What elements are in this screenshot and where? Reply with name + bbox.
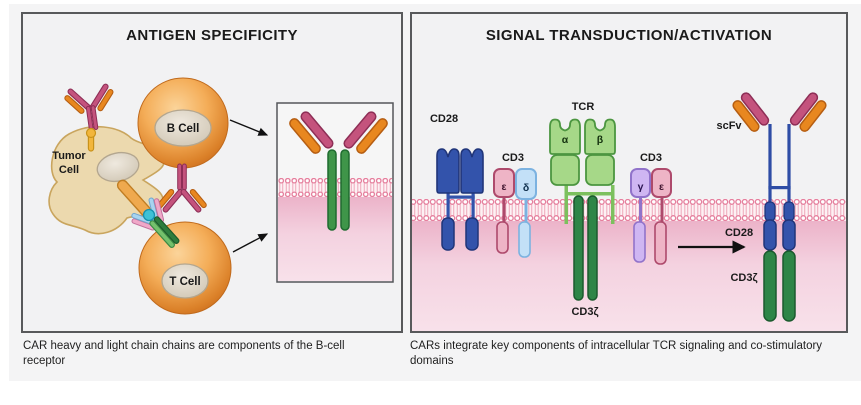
cd3-left-label: CD3 [502,152,524,164]
cd3zeta-bar-right [587,195,598,301]
antigen-stalk-yellow [85,127,97,152]
car-cd28-label: CD28 [725,227,753,239]
cd3zeta-bar-left [573,195,584,301]
antigen-specificity-drawing: Tumor Cell B Cell [21,12,403,333]
left-caption: CAR heavy and light chain chains are com… [23,340,345,367]
epsilon-left-letter: ε [502,181,507,193]
cd3-left-group: CD3 ε δ [493,152,537,258]
inset-light-chain-right [356,118,388,154]
cell-membrane [412,199,846,221]
inset-stalk-right [340,149,350,231]
signal-arrow-group: CD28 CD3ζ [678,227,758,284]
cd3-right-label: CD3 [640,152,662,164]
antigen-specificity-panel: Tumor Cell B Cell [21,12,403,333]
tcr-label: TCR [572,101,595,113]
inset-light-chain-left [289,118,321,154]
beta-letter: β [597,134,604,146]
beta-domain [584,118,616,155]
antigen-head [85,127,97,139]
car-cd3zeta-domain [763,250,796,322]
tumor-cell-label-line1: Tumor [52,150,86,162]
t-cell: T Cell [138,221,232,315]
epsilon-right-letter: ε [659,181,664,193]
inset-car-receptor [289,111,388,231]
right-caption: CARs integrate key components of intrace… [410,340,823,367]
cd28-lobe-left [436,148,460,194]
gamma-box [630,168,651,198]
gamma-letter: γ [638,181,644,193]
t-cell-label: T Cell [169,276,200,288]
car-cd3zeta-label: CD3ζ [730,272,757,284]
tcr-receptor: TCR α β CD3ζ [549,101,616,318]
b-cell-label: B Cell [167,123,200,135]
epsilon-box-right [651,168,672,198]
signal-transduction-drawing: CD28 CD3 ε δ [410,12,848,333]
t-cell-nucleus [161,263,209,299]
alpha-letter: α [562,134,569,146]
scfv-arms [732,92,827,132]
scfv-label: scFv [716,120,742,132]
arrow-bcell-to-inset [229,119,269,136]
car-on-tcell [131,197,180,248]
b-cell: B Cell [137,77,229,169]
right-panel-title: SIGNAL TRANSDUCTION/ACTIVATION [485,27,773,44]
car-receptor: scFv [716,92,827,322]
arrow-tcell-to-inset [232,233,269,253]
epsilon-box-left [493,168,515,198]
delta-letter: δ [523,182,529,194]
inset-heavy-chain-left [300,111,334,149]
alpha-domain [549,118,581,155]
cd3-right-group: CD3 γ ε [630,152,672,265]
tcr-cd3zeta-label: CD3ζ [571,306,598,318]
car-inset-box [276,102,394,283]
b-cell-nucleus [154,109,212,147]
antigen-ball-cyan [142,208,156,222]
signal-transduction-panel: CD28 CD3 ε δ [410,12,848,333]
car-cd28-domain [763,219,796,251]
free-antibody [64,83,114,131]
bcr-antibody [157,163,207,213]
delta-box [515,168,537,200]
cd28-receptor: CD28 [430,113,484,251]
left-panel-title: ANTIGEN SPECIFICITY [126,27,298,44]
cd28-label: CD28 [430,113,458,125]
inset-heavy-chain-right [343,111,377,149]
tumor-cell-label-line2: Cell [59,164,79,176]
inset-stalk-left [327,149,337,231]
cd28-lobe-right [460,148,484,194]
